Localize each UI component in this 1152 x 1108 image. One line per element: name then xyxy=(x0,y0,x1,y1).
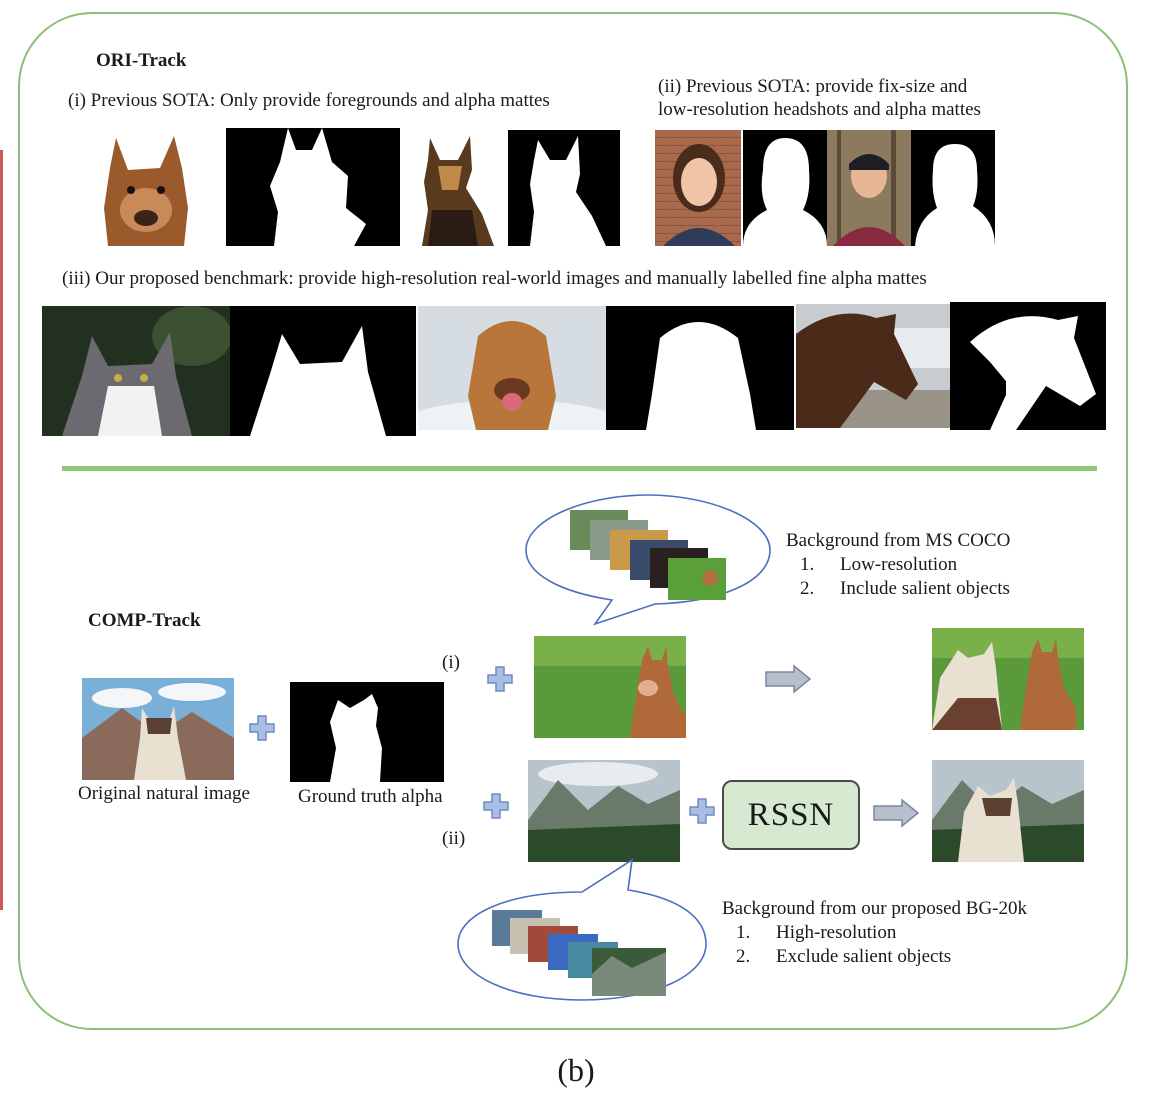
headshot-woman-forest-image xyxy=(827,130,911,246)
llama-foreground-image xyxy=(98,128,194,246)
left-edge-line xyxy=(0,150,3,910)
plus-icon xyxy=(487,666,513,692)
golden-dog-photo xyxy=(418,306,606,430)
llama-alpha-matte xyxy=(226,128,400,246)
arrow-right-icon xyxy=(765,664,812,694)
coco-note-item-2-num: 2. xyxy=(800,578,815,599)
headshot-alpha-matte-1 xyxy=(743,130,827,246)
coco-background-llama-image xyxy=(534,636,686,738)
headshot-alpha-matte-2 xyxy=(911,130,995,246)
dog-alpha-matte xyxy=(508,130,620,246)
cat-alpha-matte xyxy=(230,306,416,436)
bg20k-note-title: Background from our proposed BG-20k xyxy=(722,898,1028,919)
ground-truth-alpha-matte xyxy=(290,682,444,782)
bg20k-bubble xyxy=(457,858,707,1001)
branch-ii-label: (ii) xyxy=(442,828,466,849)
plus-icon xyxy=(689,798,715,824)
bg20k-note-item-2-num: 2. xyxy=(736,946,751,967)
coco-note-item-1-text: Low-resolution xyxy=(840,554,958,575)
coco-note-item-1-num: 1. xyxy=(800,554,815,575)
figure-frame xyxy=(18,12,1128,1030)
original-natural-image xyxy=(82,678,234,780)
comp-track-title: COMP-Track xyxy=(88,610,201,631)
ori-row-i-label: (i) Previous SOTA: Only provide foregrou… xyxy=(68,90,550,111)
composite-result-bg20k-image xyxy=(932,760,1084,862)
alpha-caption: Ground truth alpha xyxy=(298,786,443,807)
bg20k-background-valley-image xyxy=(528,760,680,862)
ori-row-iii-label: (iii) Our proposed benchmark: provide hi… xyxy=(62,268,927,289)
ori-row-ii-label-line1: (ii) Previous SOTA: provide fix-size and xyxy=(658,76,968,97)
ori-track-title: ORI-Track xyxy=(96,50,187,71)
ori-row-ii-label-line2: low-resolution headshots and alpha matte… xyxy=(658,99,981,120)
bg20k-image-stack xyxy=(492,910,666,996)
coco-note-item-2-text: Include salient objects xyxy=(840,578,1010,599)
rssn-module-box: RSSN xyxy=(722,780,860,850)
bg20k-note-item-2-text: Exclude salient objects xyxy=(776,946,952,967)
golden-dog-alpha-matte xyxy=(606,306,794,430)
plus-icon xyxy=(249,715,275,741)
figure-caption: (b) xyxy=(557,1052,595,1088)
horse-photo xyxy=(796,304,950,428)
branch-i-label: (i) xyxy=(442,652,460,673)
original-image-caption: Original natural image xyxy=(78,783,250,804)
composite-result-coco-image xyxy=(932,628,1084,730)
dog-foreground-image xyxy=(412,130,498,246)
headshot-woman-glasses-image xyxy=(655,130,741,246)
section-divider xyxy=(62,466,1097,471)
plus-icon xyxy=(483,793,509,819)
cat-photo xyxy=(42,306,230,436)
arrow-right-icon xyxy=(873,798,920,828)
coco-bubble xyxy=(525,494,771,626)
bg20k-note-item-1-num: 1. xyxy=(736,922,751,943)
bg20k-note-item-1-text: High-resolution xyxy=(776,922,897,943)
horse-alpha-matte xyxy=(950,302,1106,430)
coco-image-stack xyxy=(570,510,726,600)
coco-note-title: Background from MS COCO xyxy=(786,530,1011,551)
